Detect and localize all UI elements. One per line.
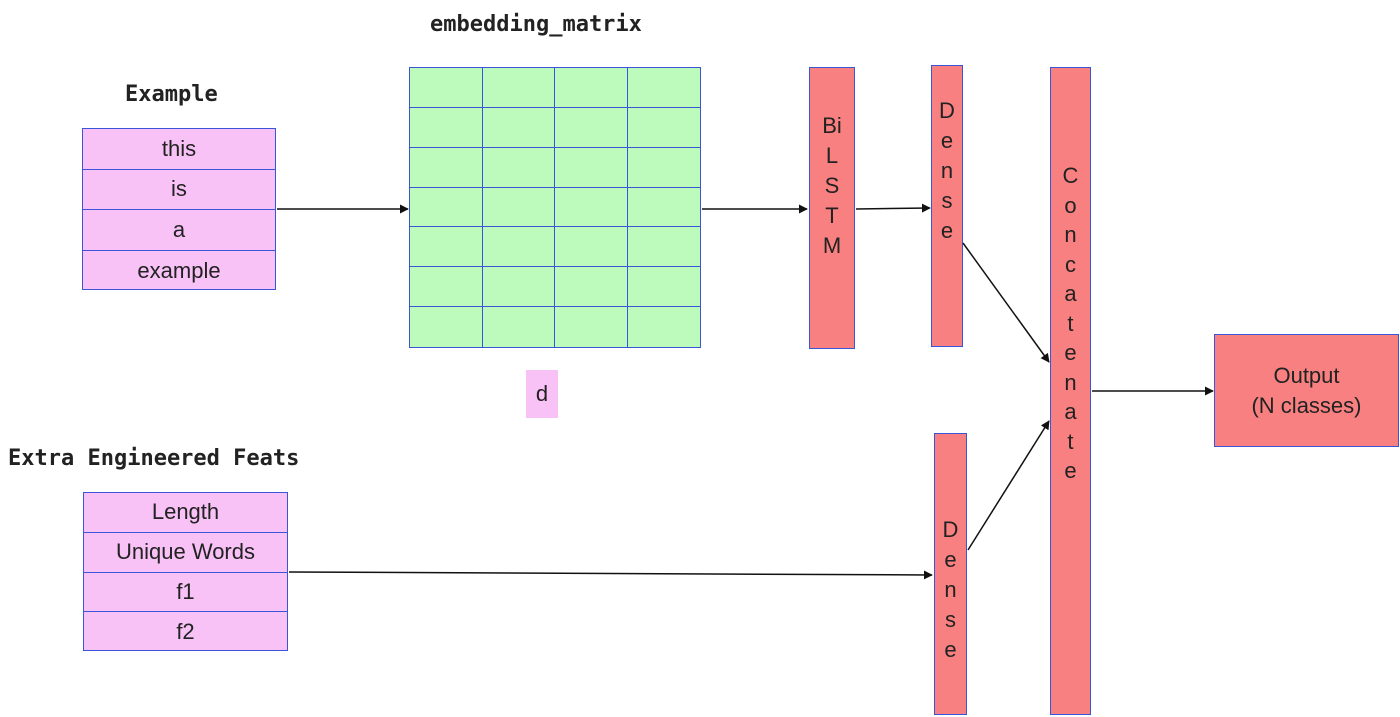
concatenate-label-part: a	[1064, 399, 1077, 425]
matrix-cell	[410, 227, 483, 268]
example-word-cell: is	[83, 170, 275, 210]
dense-label-part: e	[944, 547, 957, 573]
output-classes-label: (N classes)	[1251, 392, 1362, 418]
concatenate-label-part: c	[1064, 251, 1076, 277]
arrow-features-to-dense	[288, 570, 933, 580]
dense-label-part: n	[940, 158, 954, 184]
matrix-cell	[482, 107, 555, 148]
feature-cell: Unique Words	[84, 533, 287, 573]
dense-label-part: e	[940, 128, 954, 154]
matrix-cell	[410, 307, 483, 347]
matrix-cell	[482, 267, 555, 308]
bilstm-layer: Bi L S T M	[809, 67, 855, 349]
matrix-cell	[410, 107, 483, 148]
matrix-cell	[555, 187, 628, 228]
concatenate-layer: C o n c a t e n a t e	[1050, 67, 1091, 715]
feature-cell: f1	[84, 573, 287, 613]
matrix-cell	[555, 307, 628, 347]
dense-label-part: s	[941, 187, 953, 213]
bilstm-label-part: M	[822, 232, 842, 258]
concatenate-label-part: t	[1067, 310, 1074, 336]
bilstm-label-part: S	[824, 173, 840, 199]
feature-stack: Length Unique Words f1 f2	[83, 492, 288, 651]
matrix-cell	[627, 227, 700, 268]
concatenate-label-part: n	[1064, 369, 1077, 395]
output-box: Output (N classes)	[1214, 334, 1399, 447]
example-title: Example	[125, 82, 218, 107]
concatenate-label-part: e	[1064, 340, 1077, 366]
matrix-cell	[555, 227, 628, 268]
matrix-cell	[627, 267, 700, 308]
feature-cell: f2	[176, 619, 195, 645]
dense-label-part: e	[944, 636, 957, 662]
bilstm-label-part: T	[825, 202, 839, 228]
dimension-label: d	[526, 370, 558, 418]
matrix-cell	[410, 68, 483, 108]
matrix-cell	[627, 108, 700, 148]
arrow-dense-to-concatenate-bottom	[967, 420, 1050, 551]
matrix-cell	[555, 147, 628, 188]
matrix-cell	[410, 267, 483, 308]
matrix-cell	[410, 187, 483, 228]
arrow-bilstm-to-dense	[855, 203, 931, 213]
dense-label-part: e	[940, 217, 954, 243]
example-word-cell: a	[83, 210, 275, 251]
output-label: Output	[1273, 362, 1340, 388]
example-word-cell: example	[137, 257, 221, 283]
matrix-cell	[555, 107, 628, 148]
dense-label-part: n	[944, 577, 957, 603]
example-word-stack: this is a example	[82, 128, 276, 290]
concatenate-label-part: a	[1064, 281, 1077, 307]
concatenate-label-part: n	[1064, 222, 1077, 248]
concatenate-label-part: t	[1067, 428, 1074, 454]
extra-feats-title: Extra Engineered Feats	[8, 446, 300, 471]
bilstm-label-part: Bi	[822, 113, 842, 139]
matrix-cell	[483, 307, 555, 347]
feature-cell: Length	[84, 493, 287, 533]
concatenate-label-part: C	[1062, 163, 1079, 189]
example-word-cell: this	[83, 129, 275, 170]
matrix-cell	[627, 68, 700, 108]
dense-layer-top: D e n s e	[931, 65, 963, 347]
dense-label-part: D	[939, 98, 955, 124]
matrix-cell	[555, 68, 628, 108]
arrow-dense-to-concatenate-top	[962, 242, 1050, 363]
matrix-cell	[482, 187, 555, 228]
matrix-cell	[627, 148, 700, 188]
dense-layer-bottom: D e n s e	[934, 433, 967, 715]
dense-label-part: D	[942, 517, 959, 543]
matrix-cell	[555, 267, 628, 308]
matrix-cell	[627, 188, 700, 228]
matrix-cell	[482, 227, 555, 268]
bilstm-label-part: L	[825, 143, 839, 169]
matrix-cell	[410, 147, 483, 188]
concatenate-label-part: e	[1064, 458, 1077, 484]
concatenate-label-part: o	[1064, 192, 1077, 218]
dense-label-part: s	[944, 606, 956, 632]
embedding-matrix-grid	[409, 67, 701, 348]
matrix-cell	[482, 147, 555, 188]
embedding-matrix-title: embedding_matrix	[430, 12, 642, 37]
matrix-cell	[482, 68, 555, 108]
